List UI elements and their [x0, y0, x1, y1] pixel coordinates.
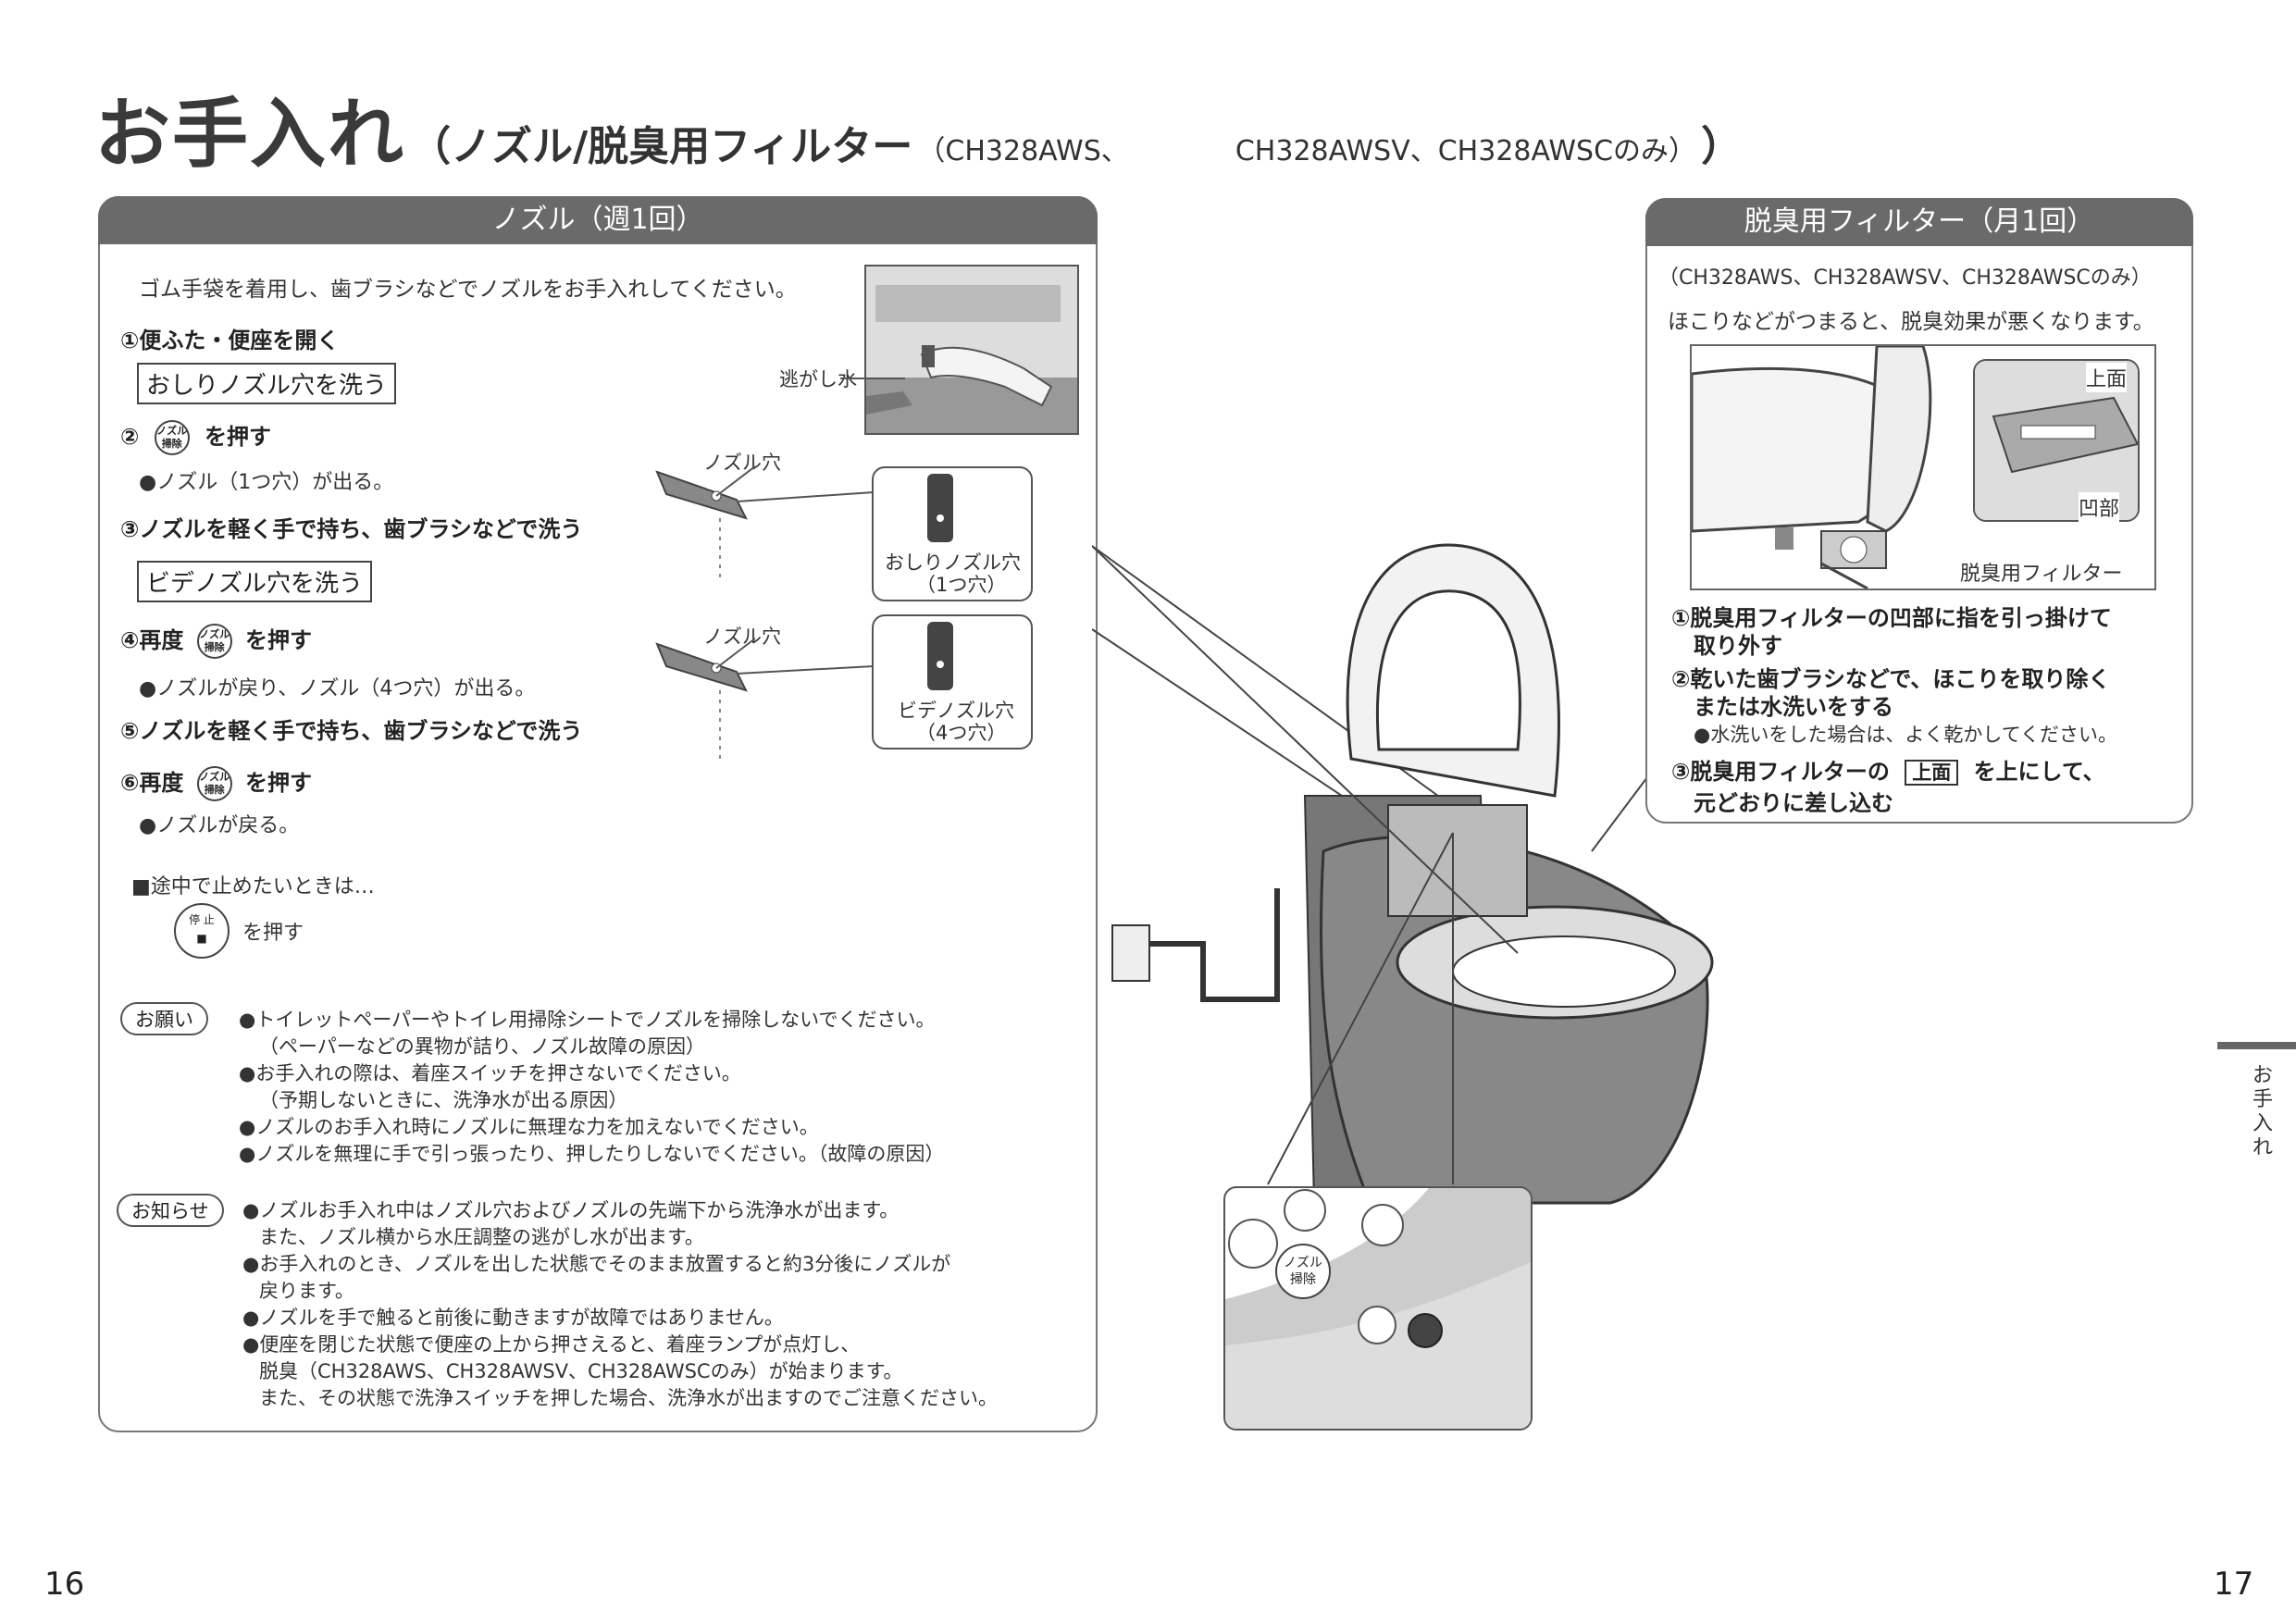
page-title: お手入れ （ノズル/脱臭用フィルター （CH328AWS、 CH328AWSV、… [94, 72, 1742, 182]
side-tab-label: お手入れ [2252, 1064, 2273, 1159]
nozzle-step-2: ② ノズル掃除 を押す [120, 418, 271, 455]
nozzle-clean-button-icon: ノズル掃除 [196, 624, 232, 659]
onegai-badge: お願い [120, 1002, 208, 1035]
step-4-tail: を押す [245, 627, 313, 653]
filter-step-3-line-1: ③脱臭用フィルターの 上面 を上にして、 [1671, 753, 2105, 786]
nozzle-step-3: ③ノズルを軽く手で持ち、歯ブラシなどで洗う [120, 516, 583, 542]
callout-oshiri-label: おしりノズル穴 [885, 551, 1021, 574]
filter-section-header: 脱臭用フィルター（月1回） [1645, 198, 2193, 246]
title-main: お手入れ [94, 91, 406, 179]
nozzle-step-5: ⑤ノズルを軽く手で持ち、歯ブラシなどで洗う [120, 718, 583, 744]
nozzle-step-6: ⑥再度 ノズル掃除 を押す [120, 764, 312, 801]
step-2-number: ② [120, 424, 140, 450]
filter-step-1-line-2: 取り外す [1694, 633, 1782, 659]
filter-step-3-line-2: 元どおりに差し込む [1694, 790, 1893, 816]
oshirase-line-8: また、その状態で洗浄スイッチを押した場合、洗浄水が出ますのでご注意ください。 [259, 1387, 998, 1409]
oshirase-line-6: ●便座を閉じた状態で便座の上から押さえると、着座ランプが点灯し、 [242, 1333, 861, 1356]
filter-step-3-tail: を上にして、 [1973, 759, 2105, 785]
nigashi-label: 逃がし水 [779, 368, 857, 390]
oshirase-line-1: ●ノズルお手入れ中はノズル穴およびノズルの先端下から洗浄水が出ます。 [242, 1199, 900, 1221]
oshirase-line-3: ●お手入れのとき、ノズルを出した状態でそのまま放置すると約3分後にノズルが [242, 1253, 951, 1275]
oshirase-line-5: ●ノズルを手で触ると前後に動きますが故障ではありません。 [242, 1307, 784, 1329]
filter-step-2-bullet: ●水洗いをした場合は、よく乾かしてください。 [1694, 724, 2118, 746]
side-tab-bar [2217, 1042, 2296, 1049]
oshirase-badge: お知らせ [117, 1194, 224, 1227]
onegai-line-6: ●ノズルを無理に手で引っ張ったり、押したりしないでください。（故障の原因） [239, 1143, 945, 1165]
control-panel-zoom: ノズル掃除 [1223, 1186, 1533, 1431]
callout-bide-nozzle: ビデノズル穴 （4つ穴） [872, 614, 1033, 750]
oshirase-line-7: 脱臭（CH328AWS、CH328AWSV、CH328AWSCのみ）が始まります… [259, 1360, 903, 1382]
step-2-tail: を押す [205, 424, 272, 450]
filter-models: （CH328AWS、CH328AWSV、CH328AWSCのみ） [1658, 266, 2152, 290]
title-models-a: （CH328AWS、 [917, 135, 1129, 167]
step-6-tail: を押す [245, 770, 313, 796]
panel-nozzle-clean-button: ノズル掃除 [1275, 1244, 1331, 1299]
filter-label-top: 上面 [2086, 363, 2128, 392]
nozzle-bullet-4: ●ノズルが戻り、ノズル（4つ穴）が出る。 [139, 677, 536, 700]
nozzle-clean-button-icon: ノズル掃除 [154, 420, 190, 455]
hand-cleaning-illustration [864, 265, 1079, 435]
stop-heading: ■途中で止めたいときは… [131, 875, 375, 898]
nozzle-step-4: ④再度 ノズル掃除 を押す [120, 622, 312, 659]
nozzle-intro: ゴム手袋を着用し、歯ブラシなどでノズルをお手入れしてください。 [139, 278, 797, 302]
nozzle-hole-label-2: ノズル穴 [703, 626, 781, 648]
callout-bide-sub: （4つ穴） [916, 722, 1007, 744]
step-6-head: ⑥再度 [120, 770, 184, 796]
step-4-head: ④再度 [120, 627, 184, 653]
onegai-line-2: （ペーパーなどの異物が詰り、ノズル故障の原因） [259, 1035, 705, 1058]
page-number-right: 17 [2214, 1566, 2254, 1603]
nozzle-bullet-2: ●ノズル（1つ穴）が出る。 [139, 471, 394, 494]
filter-intro: ほこりなどがつまると、脱臭効果が悪くなります。 [1668, 310, 2154, 334]
onegai-line-5: ●ノズルのお手入れ時にノズルに無理な力を加えないでください。 [239, 1116, 819, 1138]
filter-step-2-line-1: ②乾いた歯ブラシなどで、ほこりを取り除く [1671, 666, 2111, 692]
label-oshiri-nozzle: おしりノズル穴を洗う [137, 363, 397, 404]
nozzle-hole-label-1: ノズル穴 [703, 452, 781, 474]
title-close: ） [1701, 123, 1743, 170]
callout-bide-label: ビデノズル穴 [898, 700, 1014, 722]
oshirase-line-4: 戻ります。 [259, 1280, 354, 1302]
nigashi-leader [840, 378, 905, 379]
title-sub: （ノズル/脱臭用フィルター [410, 123, 913, 170]
nozzle-diagram-1 [655, 465, 875, 583]
oshirase-line-2: また、ノズル横から水圧調整の逃がし水が出ます。 [259, 1226, 704, 1248]
onegai-line-4: （予期しないときに、洗浄水が出る原因） [259, 1089, 628, 1111]
label-bide-nozzle: ビデノズル穴を洗う [137, 561, 373, 602]
callout-oshiri-nozzle: おしりノズル穴 （1つ穴） [872, 466, 1033, 601]
filter-step-1-line-1: ①脱臭用フィルターの凹部に指を引っ掛けて [1671, 605, 2112, 631]
title-models-b: CH328AWSV、CH328AWSCのみ） [1235, 135, 1697, 167]
nozzle-section-header: ノズル（週1回） [98, 196, 1098, 244]
filter-step-3-tag: 上面 [1905, 760, 1959, 786]
filter-label-filter: 脱臭用フィルター [1960, 563, 2123, 586]
filter-step-3-head: ③脱臭用フィルターの [1671, 759, 1890, 785]
stop-button-icon: 停 止■ [174, 903, 230, 959]
onegai-line-3: ●お手入れの際は、着座スイッチを押さないでください。 [239, 1062, 741, 1084]
callout-oshiri-sub: （1つ穴） [916, 574, 1007, 596]
stop-tail: を押す [242, 922, 304, 945]
filter-step-2-line-2: または水洗いをする [1694, 694, 1893, 720]
nozzle-clean-button-icon: ノズル掃除 [196, 766, 232, 801]
nozzle-step-1: ①便ふた・便座を開く [120, 328, 340, 353]
page-number-left: 16 [44, 1566, 85, 1603]
nozzle-bullet-6: ●ノズルが戻る。 [139, 814, 300, 837]
onegai-line-1: ●トイレットペーパーやトイレ用掃除シートでノズルを掃除しないでください。 [239, 1009, 936, 1031]
nozzle-diagram-2 [655, 638, 875, 764]
toilet-illustration [1092, 543, 1714, 1205]
filter-label-dent: 凹部 [2079, 492, 2120, 522]
